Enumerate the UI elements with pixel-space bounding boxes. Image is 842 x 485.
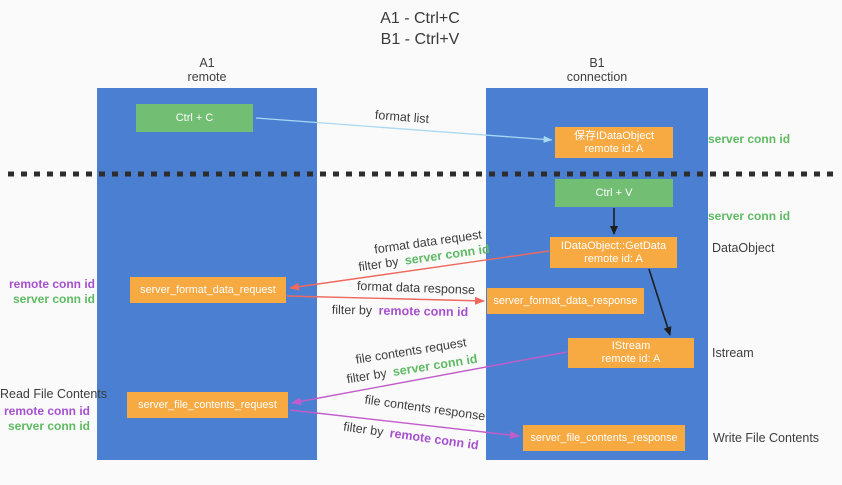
title-line-1: A1 - Ctrl+C [380,10,460,27]
node-istream: IStream remote id: A [568,338,694,368]
side-label-read-file-contents: Read File Contents [0,387,108,401]
remote-conn-id-text: remote conn id [388,426,480,453]
side-label-remote-conn-id-2: remote conn id [3,404,90,418]
lane-b-subtitle: connection [566,70,628,84]
filter-by-text: filter by [342,419,385,440]
side-label-conn-ids-file: remote conn id server conn id [0,404,90,434]
node-format-request-label: server_format_data_request [140,284,276,296]
side-label-server-conn-id-top: server conn id [708,132,791,146]
label-format-list: format list [374,107,430,127]
node-ctrl-v-label: Ctrl + V [595,187,633,199]
side-label-dataobject: DataObject [712,241,775,255]
lane-b-header: B1 connection [486,56,708,84]
node-getdata-line1: IDataObject::GetData [560,239,667,252]
side-label-server-conn-id-mid: server conn id [708,209,791,223]
side-label-server-conn-id-1: server conn id [12,292,95,306]
node-getdata-line2: remote id: A [584,252,643,265]
node-file-request-label: server_file_contents_request [138,399,277,411]
node-server-format-data-request: server_format_data_request [130,277,286,303]
label-filter-by-remote-conn-id-2: filter by remote conn id [343,420,480,453]
node-format-response-label: server_format_data_response [493,295,638,307]
side-label-remote-conn-id-1: remote conn id [8,277,95,291]
node-save-idataobject-line2: remote id: A [584,142,644,155]
node-file-response-label: server_file_contents_response [530,432,678,444]
lane-b-name: B1 [589,56,605,70]
remote-conn-id-text: remote conn id [378,303,469,320]
label-format-data-response: format data response [356,278,476,298]
node-ctrl-v: Ctrl + V [555,179,673,207]
node-save-idataobject: 保存IDataObject remote id: A [555,127,673,158]
lane-a-subtitle: remote [187,70,227,84]
side-label-write-file-contents: Write File Contents [713,431,820,445]
node-server-format-data-response: server_format_data_response [487,288,644,314]
side-label-server-conn-id-2: server conn id [7,419,90,433]
node-server-file-contents-request: server_file_contents_request [127,392,288,418]
diagram-title: A1 - Ctrl+C B1 - Ctrl+V [300,8,540,50]
node-save-idataobject-line1: 保存IDataObject [573,129,655,142]
node-istream-line1: IStream [611,340,651,352]
label-file-contents-response: file contents response [363,392,487,424]
label-filter-by-remote-conn-id-1: filter by remote conn id [332,303,469,319]
node-ctrl-c-label: Ctrl + C [175,112,214,124]
node-server-file-contents-response: server_file_contents_response [523,425,685,451]
filter-by-text: filter by [357,254,400,275]
node-ctrl-c: Ctrl + C [136,104,253,132]
lane-a-name: A1 [199,56,215,70]
lane-a-header: A1 remote [97,56,317,84]
filter-by-text: filter by [345,366,388,387]
node-istream-line2: remote id: A [601,353,661,365]
side-label-istream: Istream [712,346,754,360]
node-idataobject-getdata: IDataObject::GetData remote id: A [550,237,677,268]
title-line-2: B1 - Ctrl+V [380,31,460,48]
filter-by-text: filter by [331,302,373,318]
side-label-conn-ids-format: remote conn id server conn id [0,277,95,307]
